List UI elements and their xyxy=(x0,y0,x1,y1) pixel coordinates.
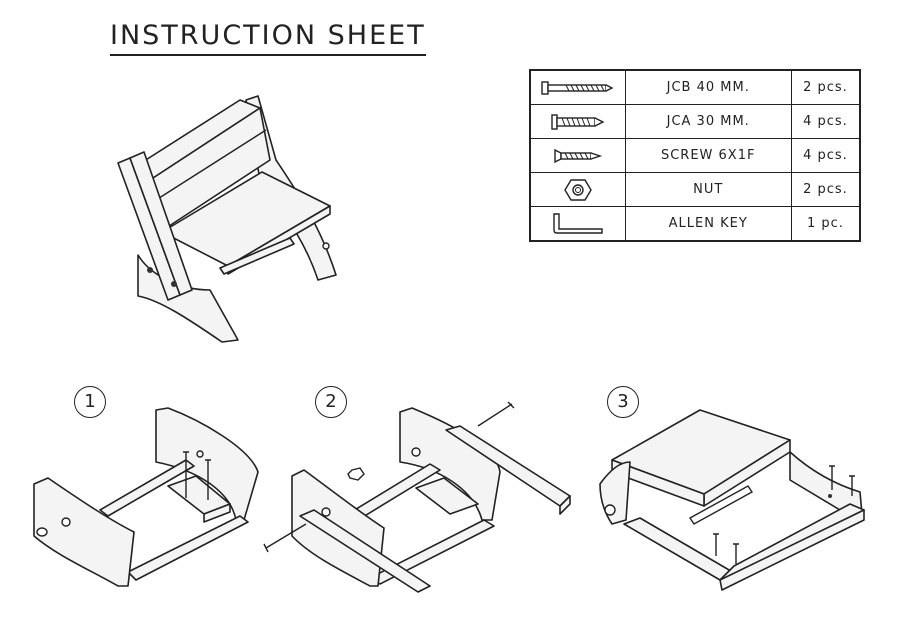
step-2-illustration xyxy=(263,401,571,593)
part-quantity: 4 pcs. xyxy=(790,138,861,173)
table-row: JCB 40 MM. 2 pcs. xyxy=(529,69,861,105)
nut-icon xyxy=(529,172,626,207)
step-1-illustration xyxy=(33,407,259,587)
assembled-chair-illustration xyxy=(117,95,337,343)
table-row: NUT 2 pcs. xyxy=(529,172,861,207)
screw-icon xyxy=(529,138,626,173)
part-quantity: 2 pcs. xyxy=(790,69,861,105)
part-name: SCREW 6X1F xyxy=(624,138,792,173)
part-name: JCB 40 MM. xyxy=(624,69,792,105)
step-3-illustration xyxy=(599,409,865,591)
part-name: JCA 30 MM. xyxy=(624,104,792,139)
table-row: SCREW 6X1F 4 pcs. xyxy=(529,138,861,173)
step-number-1: 1 xyxy=(74,386,106,418)
bolt-icon xyxy=(529,104,626,139)
table-row: ALLEN KEY 1 pc. xyxy=(529,206,861,242)
part-name: ALLEN KEY xyxy=(624,206,792,242)
page-title: INSTRUCTION SHEET xyxy=(110,20,426,56)
part-quantity: 1 pc. xyxy=(790,206,861,242)
part-name: NUT xyxy=(624,172,792,207)
part-quantity: 2 pcs. xyxy=(790,172,861,207)
step-number-2: 2 xyxy=(315,386,347,418)
allen-key-icon xyxy=(529,206,626,242)
step-number-3: 3 xyxy=(607,386,639,418)
parts-table: JCB 40 MM. 2 pcs. JCA 30 MM. 4 pcs. SCRE… xyxy=(529,69,861,242)
table-row: JCA 30 MM. 4 pcs. xyxy=(529,104,861,139)
